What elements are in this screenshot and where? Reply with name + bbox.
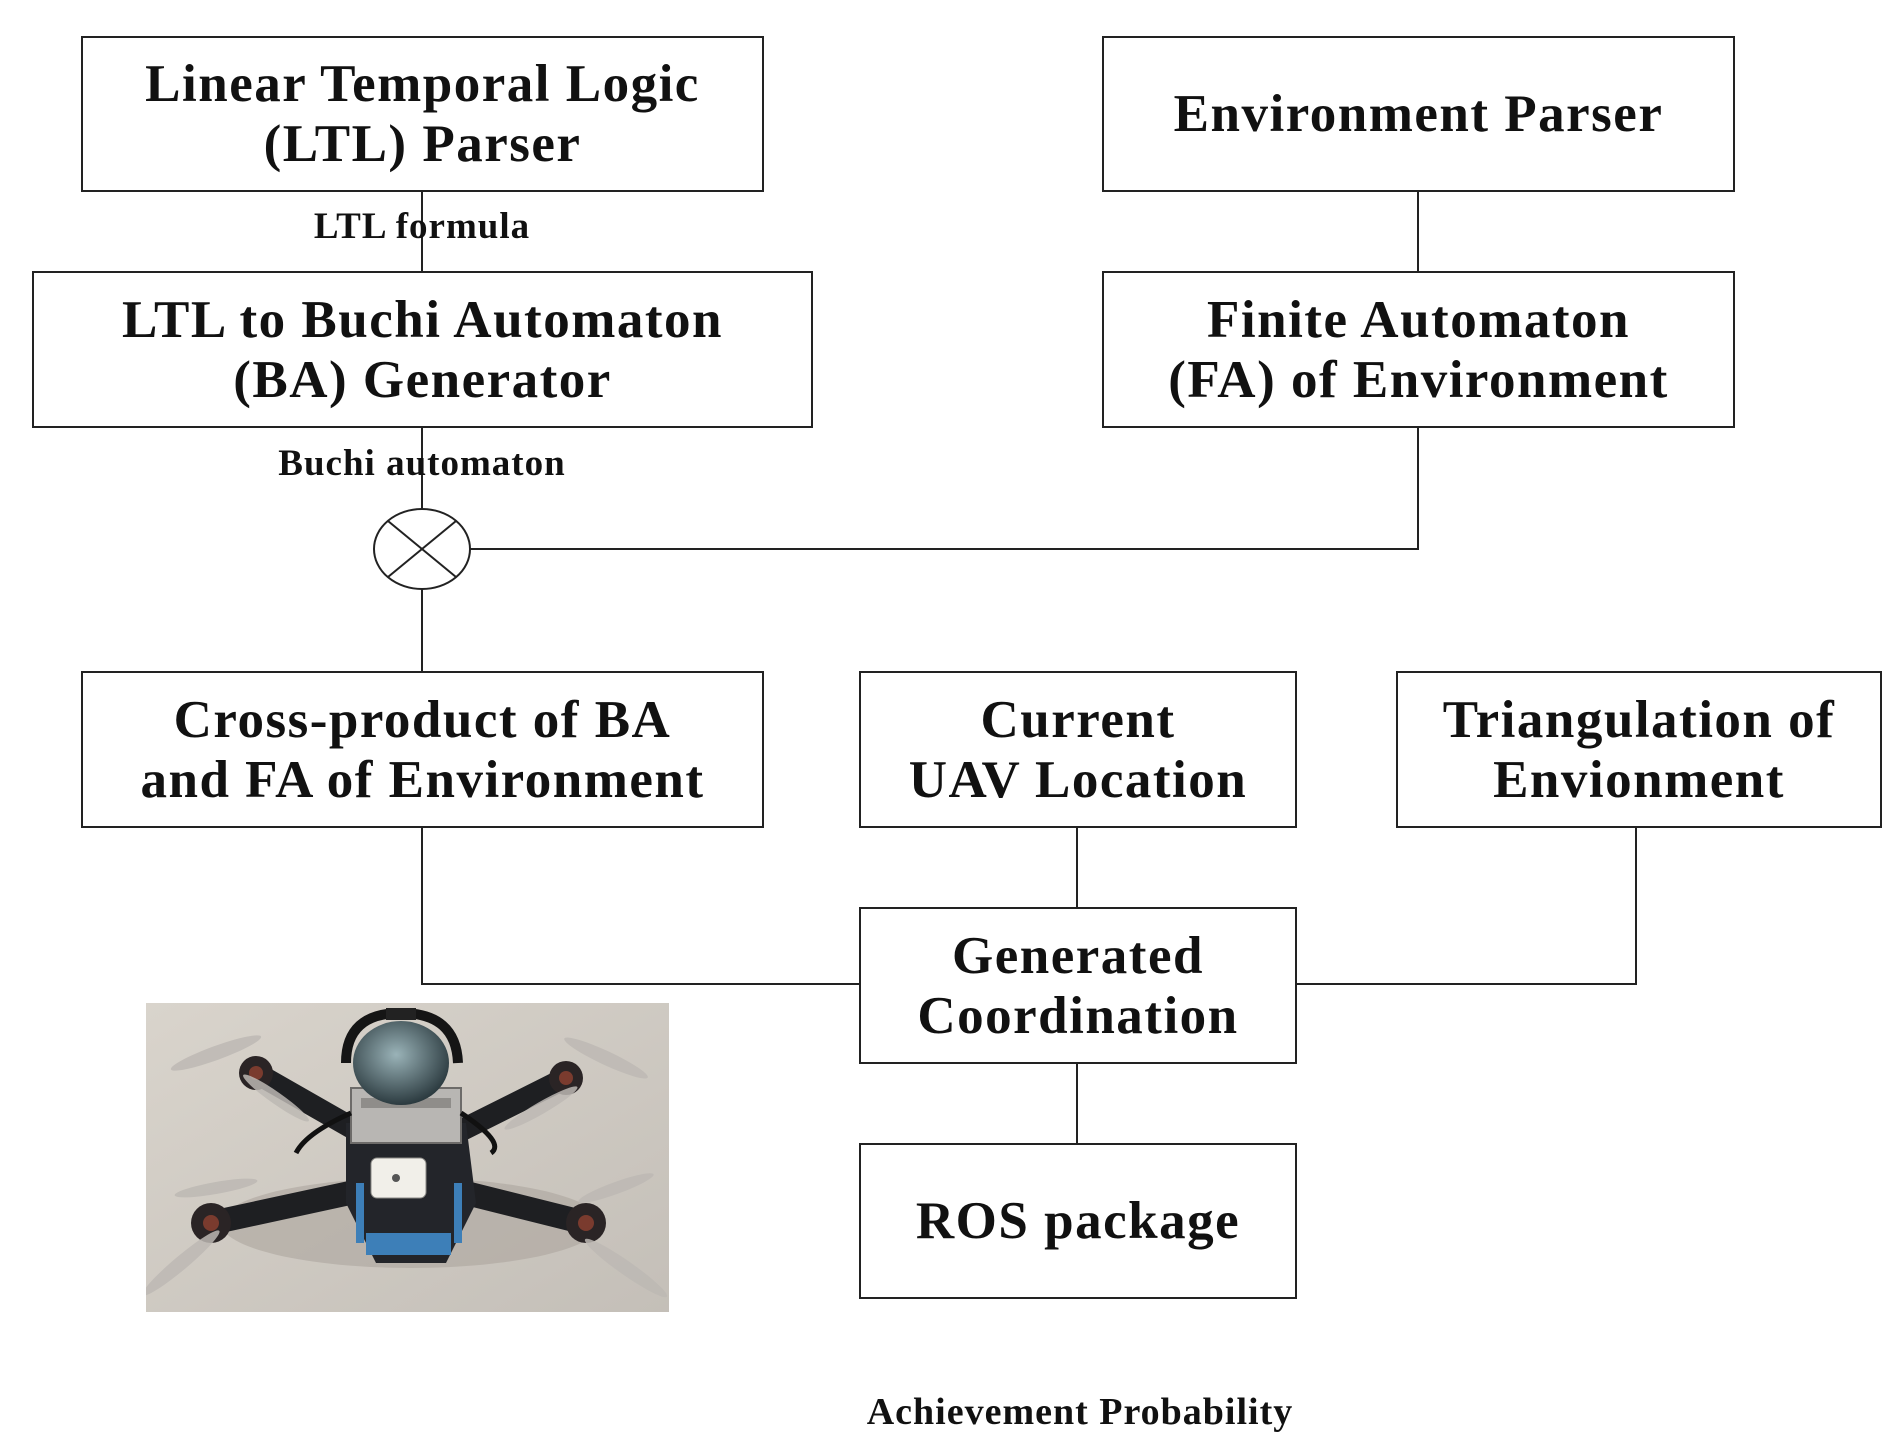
ltl-parser-line-1: Linear Temporal Logic	[145, 55, 700, 113]
product-operator-icon	[373, 508, 471, 590]
uav-location-line-1: Current	[980, 690, 1176, 749]
connector-fa-down	[1417, 428, 1419, 550]
triangulation-line-1: Triangulation of	[1442, 690, 1836, 749]
connector-fa-to-product-op	[470, 548, 1419, 550]
environment-parser-label: Environment Parser	[1173, 85, 1664, 143]
caption-achievement-probability: Achievement Probability	[866, 1391, 1294, 1433]
ltl-parser-line-2: (LTL) Parser	[263, 115, 582, 173]
cross-product-line-2: and FA of Environment	[140, 750, 705, 809]
ba-generator-line-1: LTL to Buchi Automaton	[122, 290, 723, 349]
ltl-parser-box: Linear Temporal Logic(LTL) Parser	[81, 36, 764, 192]
connector-cross-down	[421, 828, 423, 985]
connector-env-parser-to-fa	[1417, 191, 1419, 271]
connector-ba-to-product-op	[421, 428, 423, 510]
connector-coord-to-tri	[1296, 983, 1637, 985]
edge-label-buchi-automaton: Buchi automaton	[278, 443, 566, 484]
connector-product-op-to-cross	[421, 589, 423, 671]
environment-parser-box: Environment Parser	[1102, 36, 1735, 192]
fa-environment-box: Finite Automaton(FA) of Environment	[1102, 271, 1735, 428]
uav-location-line-2: UAV Location	[908, 750, 1248, 809]
fa-environment-line-1: Finite Automaton	[1207, 290, 1630, 349]
cross-product-line-1: Cross-product of BA	[173, 690, 672, 749]
quadcopter-uav-photo	[146, 1003, 669, 1312]
connector-cross-to-coord	[421, 983, 860, 985]
triangulation-line-2: Envionment	[1493, 750, 1785, 809]
edge-label-ltl-formula: LTL formula	[313, 206, 531, 247]
ba-generator-box: LTL to Buchi Automaton(BA) Generator	[32, 271, 813, 428]
generated-coordination-line-2: Coordination	[917, 986, 1239, 1045]
ros-package-label: ROS package	[915, 1192, 1241, 1250]
connector-tri-down	[1635, 828, 1637, 985]
ros-package-box: ROS package	[859, 1143, 1297, 1299]
connector-coord-to-ros	[1076, 1064, 1078, 1144]
fa-environment-line-2: (FA) of Environment	[1168, 350, 1669, 409]
generated-coordination-line-1: Generated	[952, 926, 1204, 985]
connector-ltl-parser-to-ba	[421, 191, 423, 271]
connector-uav-to-coord	[1076, 828, 1078, 908]
ba-generator-line-2: (BA) Generator	[233, 350, 612, 409]
